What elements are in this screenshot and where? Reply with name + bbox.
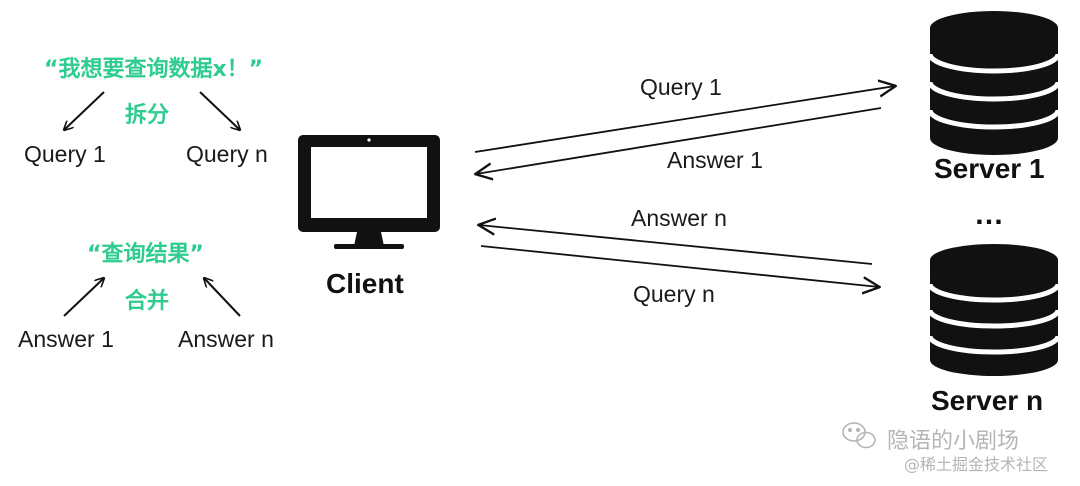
request-quote: “我想要查询数据x！”	[44, 57, 264, 82]
split-label: 拆分	[125, 103, 170, 128]
merge-arrow-left	[63, 278, 104, 317]
database-icon-server-1	[927, 11, 1061, 155]
server-1-label: Server 1	[934, 153, 1045, 184]
query-1-label: Query 1	[640, 74, 722, 100]
merge-answer-n: Answer n	[178, 326, 274, 352]
answer-1-label: Answer 1	[667, 147, 763, 173]
split-query-1: Query 1	[24, 141, 106, 167]
merge-label: 合并	[125, 289, 170, 314]
merge-answer-1: Answer 1	[18, 326, 114, 352]
split-query-n: Query n	[186, 141, 268, 167]
database-icon-server-n	[927, 244, 1061, 376]
watermark-title: 隐语的小剧场	[887, 429, 1020, 454]
client-label: Client	[326, 268, 404, 299]
monitor-icon	[298, 135, 440, 249]
split-arrow-left	[64, 91, 105, 130]
query-n-label: Query n	[633, 281, 715, 307]
server-n-label: Server n	[931, 385, 1044, 416]
answer-n-arrow	[479, 225, 873, 265]
server-ellipsis: …	[974, 198, 1004, 231]
merge-arrow-right	[204, 278, 241, 317]
answer-1-arrow	[476, 107, 882, 174]
query-1-arrow	[474, 86, 895, 153]
answer-n-label: Answer n	[631, 205, 727, 231]
result-quote: “查询结果”	[87, 242, 204, 267]
wechat-icon	[842, 422, 876, 449]
query-n-arrow	[480, 245, 879, 287]
split-arrow-right	[199, 91, 240, 130]
watermark-source: @稀土掘金技术社区	[904, 455, 1049, 474]
